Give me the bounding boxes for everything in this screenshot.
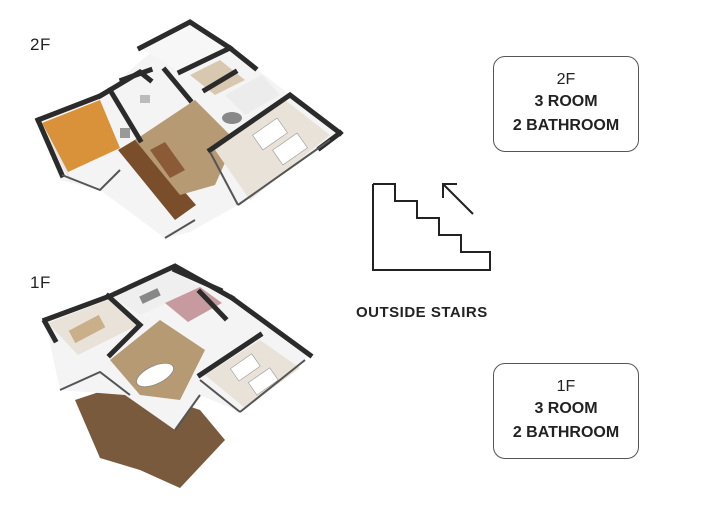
dining-table <box>136 362 174 388</box>
bedroom-1f <box>205 340 300 408</box>
info-box-1f-rooms: 3 ROOM <box>534 400 598 417</box>
info-box-2f-rooms: 3 ROOM <box>534 93 598 110</box>
info-box-2f-bathrooms: 2 BATHROOM <box>512 117 620 134</box>
floor-plan-1f-drawing <box>41 263 314 488</box>
tatami-room <box>42 100 120 172</box>
floor-label-2f: 2F <box>30 35 51 54</box>
info-box-1f-bathrooms: 2 BATHROOM <box>512 424 620 441</box>
floor-label-1f: 1F <box>30 273 51 292</box>
info-box-1f-floor: 1F <box>556 378 576 395</box>
info-box-2f-floor: 2F <box>556 71 576 88</box>
stairs-icon <box>372 183 491 271</box>
arrow-up-left-icon <box>442 183 474 215</box>
floor-plan-2f-drawing <box>34 18 344 239</box>
info-box-1f: 1F 3 ROOM 2 BATHROOM <box>493 363 639 459</box>
stairs-outline <box>372 183 491 271</box>
info-box-2f: 2F 3 ROOM 2 BATHROOM <box>493 56 639 152</box>
pink-tile-bath <box>165 287 222 322</box>
living-room-floor <box>135 100 235 195</box>
stairs-label: OUTSIDE STAIRS <box>356 304 488 321</box>
dining-area-floor <box>110 320 205 400</box>
balcony-deck <box>118 138 196 220</box>
